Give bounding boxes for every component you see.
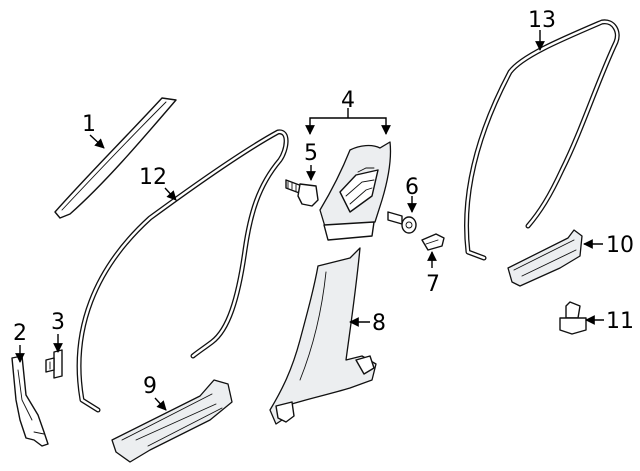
- part-8-center-pillar-lower-trim[interactable]: [269, 247, 377, 425]
- callout-7: 7: [426, 272, 440, 297]
- callout-5: 5: [304, 141, 318, 166]
- callout-2: 2: [13, 321, 27, 346]
- callout-13: 13: [528, 8, 556, 33]
- leader-12: [164, 187, 177, 201]
- callout-6: 6: [405, 175, 419, 200]
- leader-1: [89, 134, 105, 149]
- callout-1: 1: [82, 112, 96, 137]
- part-10-rear-scuff-plate[interactable]: [507, 229, 583, 287]
- callout-4: 4: [341, 88, 355, 113]
- part-4-center-pillar-upper-trim[interactable]: [319, 141, 392, 241]
- callout-numbers: 1 2 3 4 5 6 7 8 9 10 11 12 13: [13, 8, 634, 399]
- leader-9: [154, 397, 167, 411]
- callout-12: 12: [139, 165, 167, 190]
- callout-10: 10: [606, 233, 634, 258]
- part-12-weatherstrip-front[interactable]: [76, 129, 289, 413]
- callout-leaders: [15, 30, 604, 411]
- leader-4: [309, 117, 391, 135]
- part-7-small-clip[interactable]: [421, 233, 445, 251]
- part-9-front-scuff-plate[interactable]: [111, 379, 233, 463]
- callout-8: 8: [372, 311, 386, 336]
- part-2-lower-bracket[interactable]: [11, 355, 49, 447]
- part-5-bolt[interactable]: [285, 179, 319, 207]
- part-13-weatherstrip-rear[interactable]: [464, 19, 620, 261]
- part-1-front-pillar-trim[interactable]: [54, 97, 177, 219]
- part-11-grommet[interactable]: [559, 301, 587, 335]
- callout-11: 11: [606, 309, 634, 334]
- part-3-clip[interactable]: [45, 349, 63, 379]
- callout-9: 9: [143, 374, 157, 399]
- callout-3: 3: [51, 310, 65, 335]
- part-6-screw[interactable]: [387, 211, 417, 234]
